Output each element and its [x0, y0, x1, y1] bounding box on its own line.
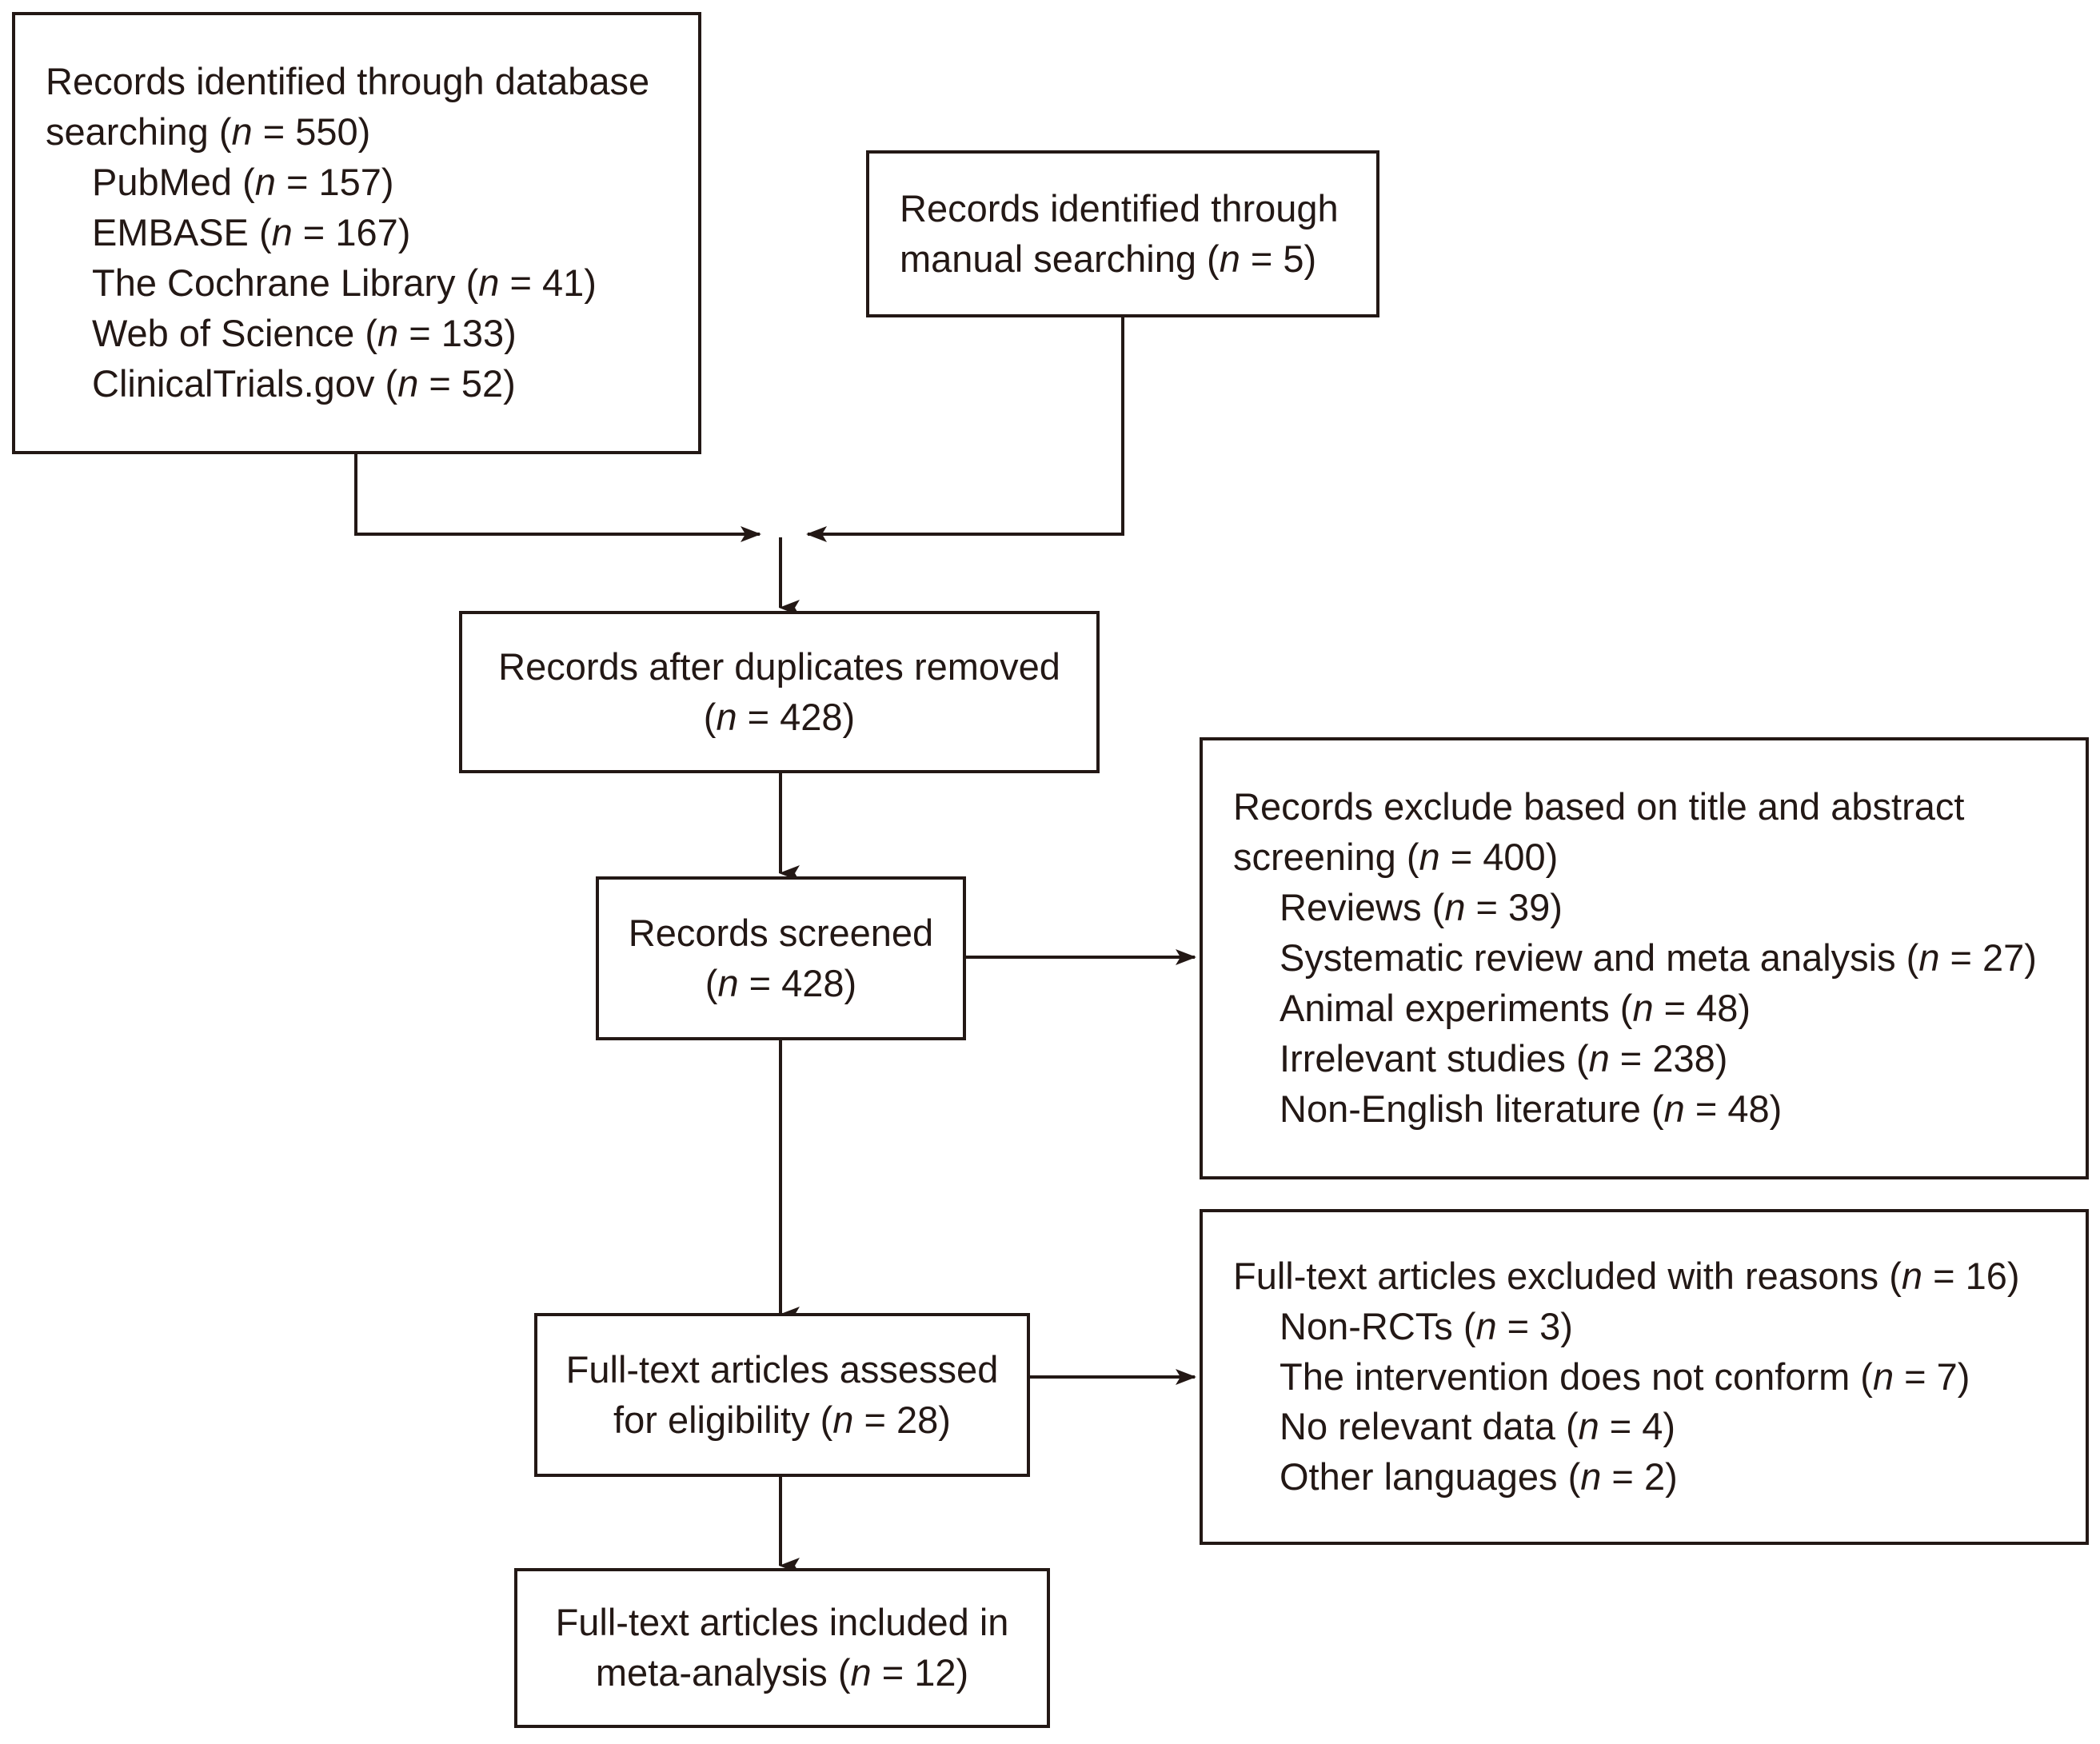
assessed-line-2: for eligibility (n = 28): [613, 1398, 951, 1441]
excl-reason-irrelevant: Irrelevant studies (n = 238): [1280, 1036, 1728, 1080]
ft-excl-line-1: Full-text articles excluded with reasons…: [1233, 1254, 2020, 1297]
box-records-after-duplicates: Records after duplicates removed (n = 42…: [459, 611, 1100, 773]
db-line-1: Records identified through database: [46, 60, 650, 103]
db-source-wos: Web of Science (n = 133): [92, 311, 517, 354]
ft-excl-reason-intervention: The intervention does not conform (n = 7…: [1280, 1355, 1970, 1398]
assessed-line-1: Full-text articles assessed: [565, 1347, 999, 1391]
connector-database-to-merge: [354, 454, 761, 542]
box-fulltext-excluded: Full-text articles excluded with reasons…: [1200, 1209, 2089, 1545]
box-included-meta-analysis: Full-text articles included in meta-anal…: [514, 1568, 1050, 1728]
db-source-embase: EMBASE (n = 167): [92, 211, 411, 254]
screened-line-1: Records screened: [628, 911, 934, 954]
excl-line-2: screening (n = 400): [1233, 836, 1559, 879]
duplicates-line-2: (n = 428): [703, 695, 856, 738]
screened-line-2: (n = 428): [705, 961, 857, 1004]
ft-excl-reason-no-data: No relevant data (n = 4): [1280, 1405, 1676, 1448]
box-records-identified-manual: Records identified through manual search…: [866, 150, 1379, 317]
db-source-cochrane: The Cochrane Library (n = 41): [92, 261, 597, 304]
manual-line-1: Records identified through: [900, 186, 1339, 229]
excl-reason-systematic-review: Systematic review and meta analysis (n =…: [1280, 936, 2037, 980]
included-line-1: Full-text articles included in: [555, 1601, 1009, 1644]
box-records-identified-database: Records identified through database sear…: [12, 12, 701, 454]
excl-line-1: Records exclude based on title and abstr…: [1233, 785, 1965, 828]
excl-reason-reviews: Reviews (n = 39): [1280, 886, 1563, 929]
ft-excl-reason-other-languages: Other languages (n = 2): [1280, 1455, 1678, 1499]
box-records-screened: Records screened (n = 428): [596, 876, 966, 1040]
box-records-excluded-title-abstract: Records exclude based on title and abstr…: [1200, 737, 2089, 1179]
db-line-2: searching (n = 550): [46, 110, 371, 154]
connector-manual-to-merge: [806, 317, 1124, 542]
manual-line-2: manual searching (n = 5): [900, 237, 1317, 280]
excl-reason-non-english: Non-English literature (n = 48): [1280, 1087, 1783, 1130]
ft-excl-reason-non-rct: Non-RCTs (n = 3): [1280, 1304, 1573, 1347]
excl-reason-animal: Animal experiments (n = 48): [1280, 986, 1751, 1029]
db-source-clinicaltrials: ClinicalTrials.gov (n = 52): [92, 361, 516, 405]
duplicates-line-1: Records after duplicates removed: [498, 645, 1060, 688]
box-fulltext-assessed: Full-text articles assessed for eligibil…: [534, 1313, 1030, 1477]
db-source-pubmed: PubMed (n = 157): [92, 161, 394, 204]
included-line-2: meta-analysis (n = 12): [595, 1651, 969, 1694]
